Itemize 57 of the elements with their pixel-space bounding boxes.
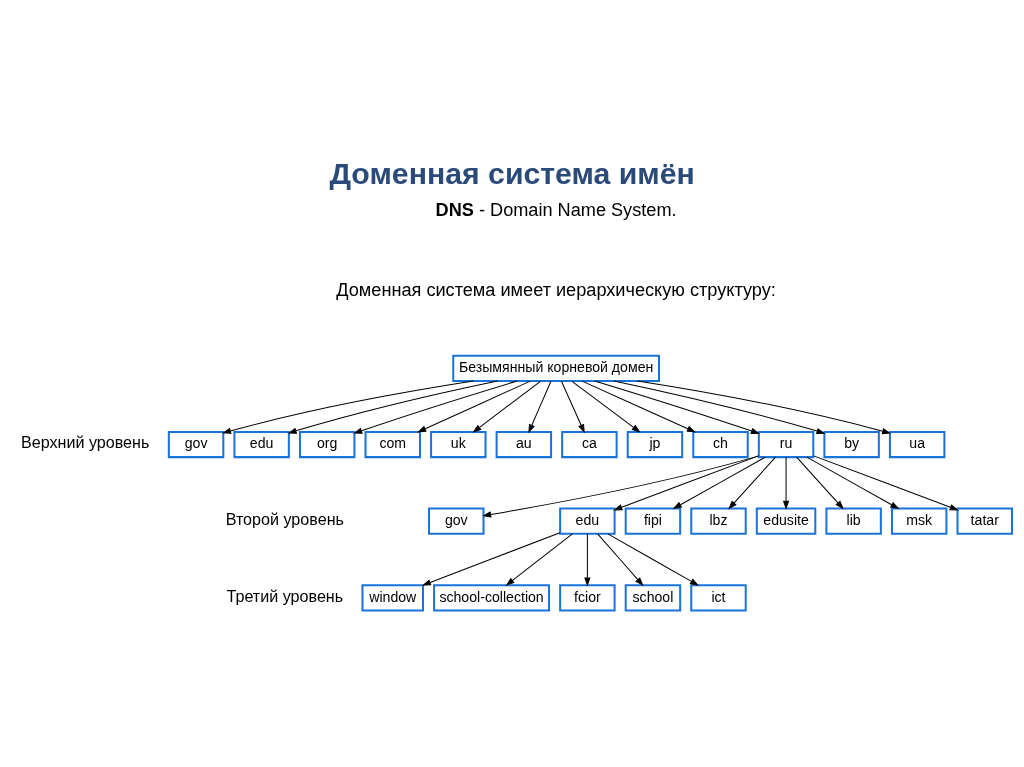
node-box: edu [232, 430, 290, 458]
arrow [352, 380, 518, 434]
node-box: au [495, 430, 552, 458]
arrow [612, 454, 759, 510]
node-box: ua [888, 430, 945, 458]
arrow [416, 380, 531, 432]
diagram-title: Доменная система имён [328, 156, 695, 190]
node-box: edusite [755, 507, 816, 535]
arrow [527, 380, 551, 433]
arrow [471, 380, 541, 433]
arrow [505, 532, 573, 586]
node-box: ict [689, 583, 747, 611]
arrow [805, 456, 899, 509]
node-box: lib [824, 507, 882, 535]
arrow [593, 380, 760, 434]
node-box: Безымянный корневой домен [451, 354, 660, 382]
node-box: uk [429, 430, 487, 458]
node-box: ch [691, 430, 749, 458]
node-box: by [822, 430, 880, 458]
arrow [571, 380, 641, 433]
arrow [596, 532, 644, 586]
node-box: tatar [956, 507, 1013, 535]
node-box: gov [427, 507, 484, 535]
node-box: lbz [689, 507, 747, 535]
node-box: ca [560, 430, 618, 458]
label: Второй уровень [225, 509, 344, 528]
arrow [612, 380, 826, 434]
node-box: school-collection [432, 583, 550, 611]
label: Доменная система имеет иерархическую структуру: [335, 279, 776, 300]
arrow [583, 532, 591, 586]
node-box: gov [167, 430, 224, 458]
label: Верхний уровень [20, 432, 149, 451]
arrow [581, 380, 696, 432]
node-box: jp [626, 430, 683, 458]
arrow [287, 380, 498, 434]
arrow [672, 456, 766, 509]
arrow [560, 380, 585, 433]
arrow [421, 531, 560, 586]
label: DNS - Domain Name System. [435, 199, 677, 220]
arrow [795, 456, 844, 509]
node-box: edu [558, 507, 616, 535]
arrow [221, 380, 474, 434]
arrow [636, 380, 891, 434]
node-box: msk [890, 507, 947, 535]
arrow [782, 456, 789, 510]
arrow [481, 454, 759, 518]
arrow [727, 456, 776, 509]
node-box: window [360, 583, 424, 611]
arrow [812, 454, 959, 510]
node-box: org [298, 430, 355, 458]
node-box: school [624, 583, 681, 611]
node-box: fcior [558, 583, 616, 611]
node-box: fipi [624, 507, 681, 535]
node-box: com [364, 430, 421, 458]
node-box: ru [757, 430, 814, 458]
arrow [606, 532, 699, 586]
label: Третий уровень [225, 586, 343, 605]
